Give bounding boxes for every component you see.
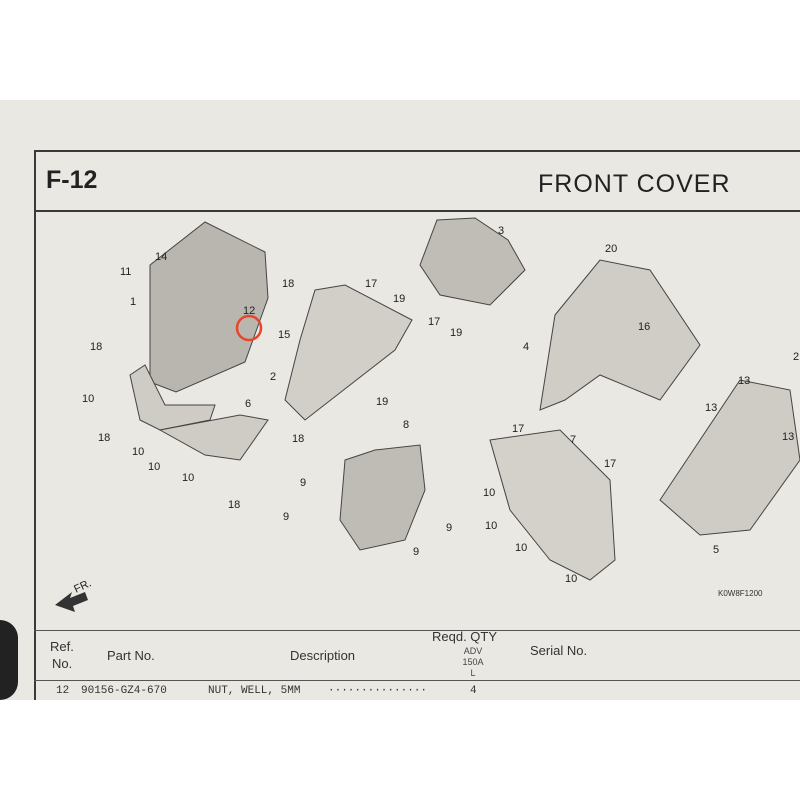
callout-19b: 19 xyxy=(393,293,405,305)
callout-7: 7 xyxy=(570,434,576,446)
col-model-line2: 150A xyxy=(462,657,484,667)
exploded-parts-diagram: 14 11 1 15 18 10 18 10 10 6 18 10 18 18 … xyxy=(55,217,800,612)
callout-17a: 17 xyxy=(365,278,377,290)
row-leader-dots: ··············· xyxy=(328,685,428,697)
figure-code: K0W8F1200 xyxy=(718,589,763,598)
callout-13b: 13 xyxy=(705,402,717,414)
callout-19a: 19 xyxy=(376,396,388,408)
callout-18b: 18 xyxy=(98,432,110,444)
callout-2b: 2 xyxy=(793,351,799,363)
callout-9d: 9 xyxy=(413,546,419,558)
callout-8: 8 xyxy=(403,419,409,431)
callout-5: 5 xyxy=(713,544,719,556)
callout-10b: 10 xyxy=(132,446,144,458)
parts-catalog-photo: F-12 FRONT COVER 14 11 1 15 18 10 18 10 … xyxy=(0,100,800,700)
col-ref-line2: No. xyxy=(52,656,73,671)
callout-10f: 10 xyxy=(485,520,497,532)
callout-9a: 9 xyxy=(300,477,306,489)
callout-17d: 17 xyxy=(604,458,616,470)
callout-14: 14 xyxy=(155,251,167,263)
catalog-sheet-border xyxy=(34,150,800,700)
table-top-rule xyxy=(34,630,800,631)
callout-15: 15 xyxy=(278,329,290,341)
section-title: FRONT COVER xyxy=(538,170,731,198)
col-serial-no: Serial No. xyxy=(530,643,588,658)
edge-shadow xyxy=(0,620,18,700)
callout-10d: 10 xyxy=(182,472,194,484)
callout-17b: 17 xyxy=(428,316,440,328)
front-top-cover-part-4 xyxy=(539,259,701,411)
callout-10g: 10 xyxy=(515,542,527,554)
inner-side-part-7 xyxy=(489,429,616,581)
callout-10e: 10 xyxy=(483,487,495,499)
callout-19c: 19 xyxy=(450,327,462,339)
col-ref-line1: Ref. xyxy=(50,639,74,654)
header-divider xyxy=(34,210,800,212)
bracket-part-6 xyxy=(158,414,269,461)
col-part-no: Part No. xyxy=(107,648,155,663)
front-arrow-icon xyxy=(55,592,88,612)
callout-2: 2 xyxy=(270,371,276,383)
callout-11: 11 xyxy=(120,266,131,278)
callout-20: 20 xyxy=(605,243,617,255)
row-qty: 4 xyxy=(470,685,477,697)
inner-cover-part-2 xyxy=(284,284,413,421)
front-marker: FR. xyxy=(72,577,93,595)
col-description: Description xyxy=(290,648,356,663)
visor-frame-part xyxy=(129,364,216,431)
callout-18a: 18 xyxy=(90,341,102,353)
callout-6: 6 xyxy=(245,398,251,410)
callout-9c: 9 xyxy=(446,522,452,534)
col-reqd-qty: Reqd. QTY xyxy=(432,629,498,644)
callout-3: 3 xyxy=(498,225,504,237)
col-model-line1: ADV xyxy=(463,646,483,656)
callout-10a: 10 xyxy=(82,393,94,405)
col-model-line3: L xyxy=(470,668,476,678)
callout-18d: 18 xyxy=(228,499,240,511)
row-description: NUT, WELL, 5MM xyxy=(208,685,301,697)
callout-18e: 18 xyxy=(282,278,294,290)
callout-4: 4 xyxy=(523,341,529,353)
callout-17c: 17 xyxy=(512,423,524,435)
row-ref: 12 xyxy=(56,685,70,697)
callout-12: 12 xyxy=(243,305,255,317)
stay-part-8 xyxy=(339,444,426,551)
table-header-rule xyxy=(34,680,800,681)
callout-9b: 9 xyxy=(283,511,289,523)
callout-13a: 13 xyxy=(738,375,750,387)
callout-10h: 10 xyxy=(565,573,577,585)
callout-1: 1 xyxy=(130,296,136,308)
callout-13c: 13 xyxy=(782,431,794,443)
side-cover-part-5 xyxy=(659,379,800,536)
callout-16: 16 xyxy=(638,321,650,333)
section-code: F-12 xyxy=(46,166,98,194)
callout-18c: 18 xyxy=(292,433,304,445)
row-part-no: 90156-GZ4-670 xyxy=(81,685,167,697)
meter-visor-part-3 xyxy=(419,217,526,306)
highlight-circle xyxy=(235,314,263,342)
callout-10c: 10 xyxy=(148,461,160,473)
